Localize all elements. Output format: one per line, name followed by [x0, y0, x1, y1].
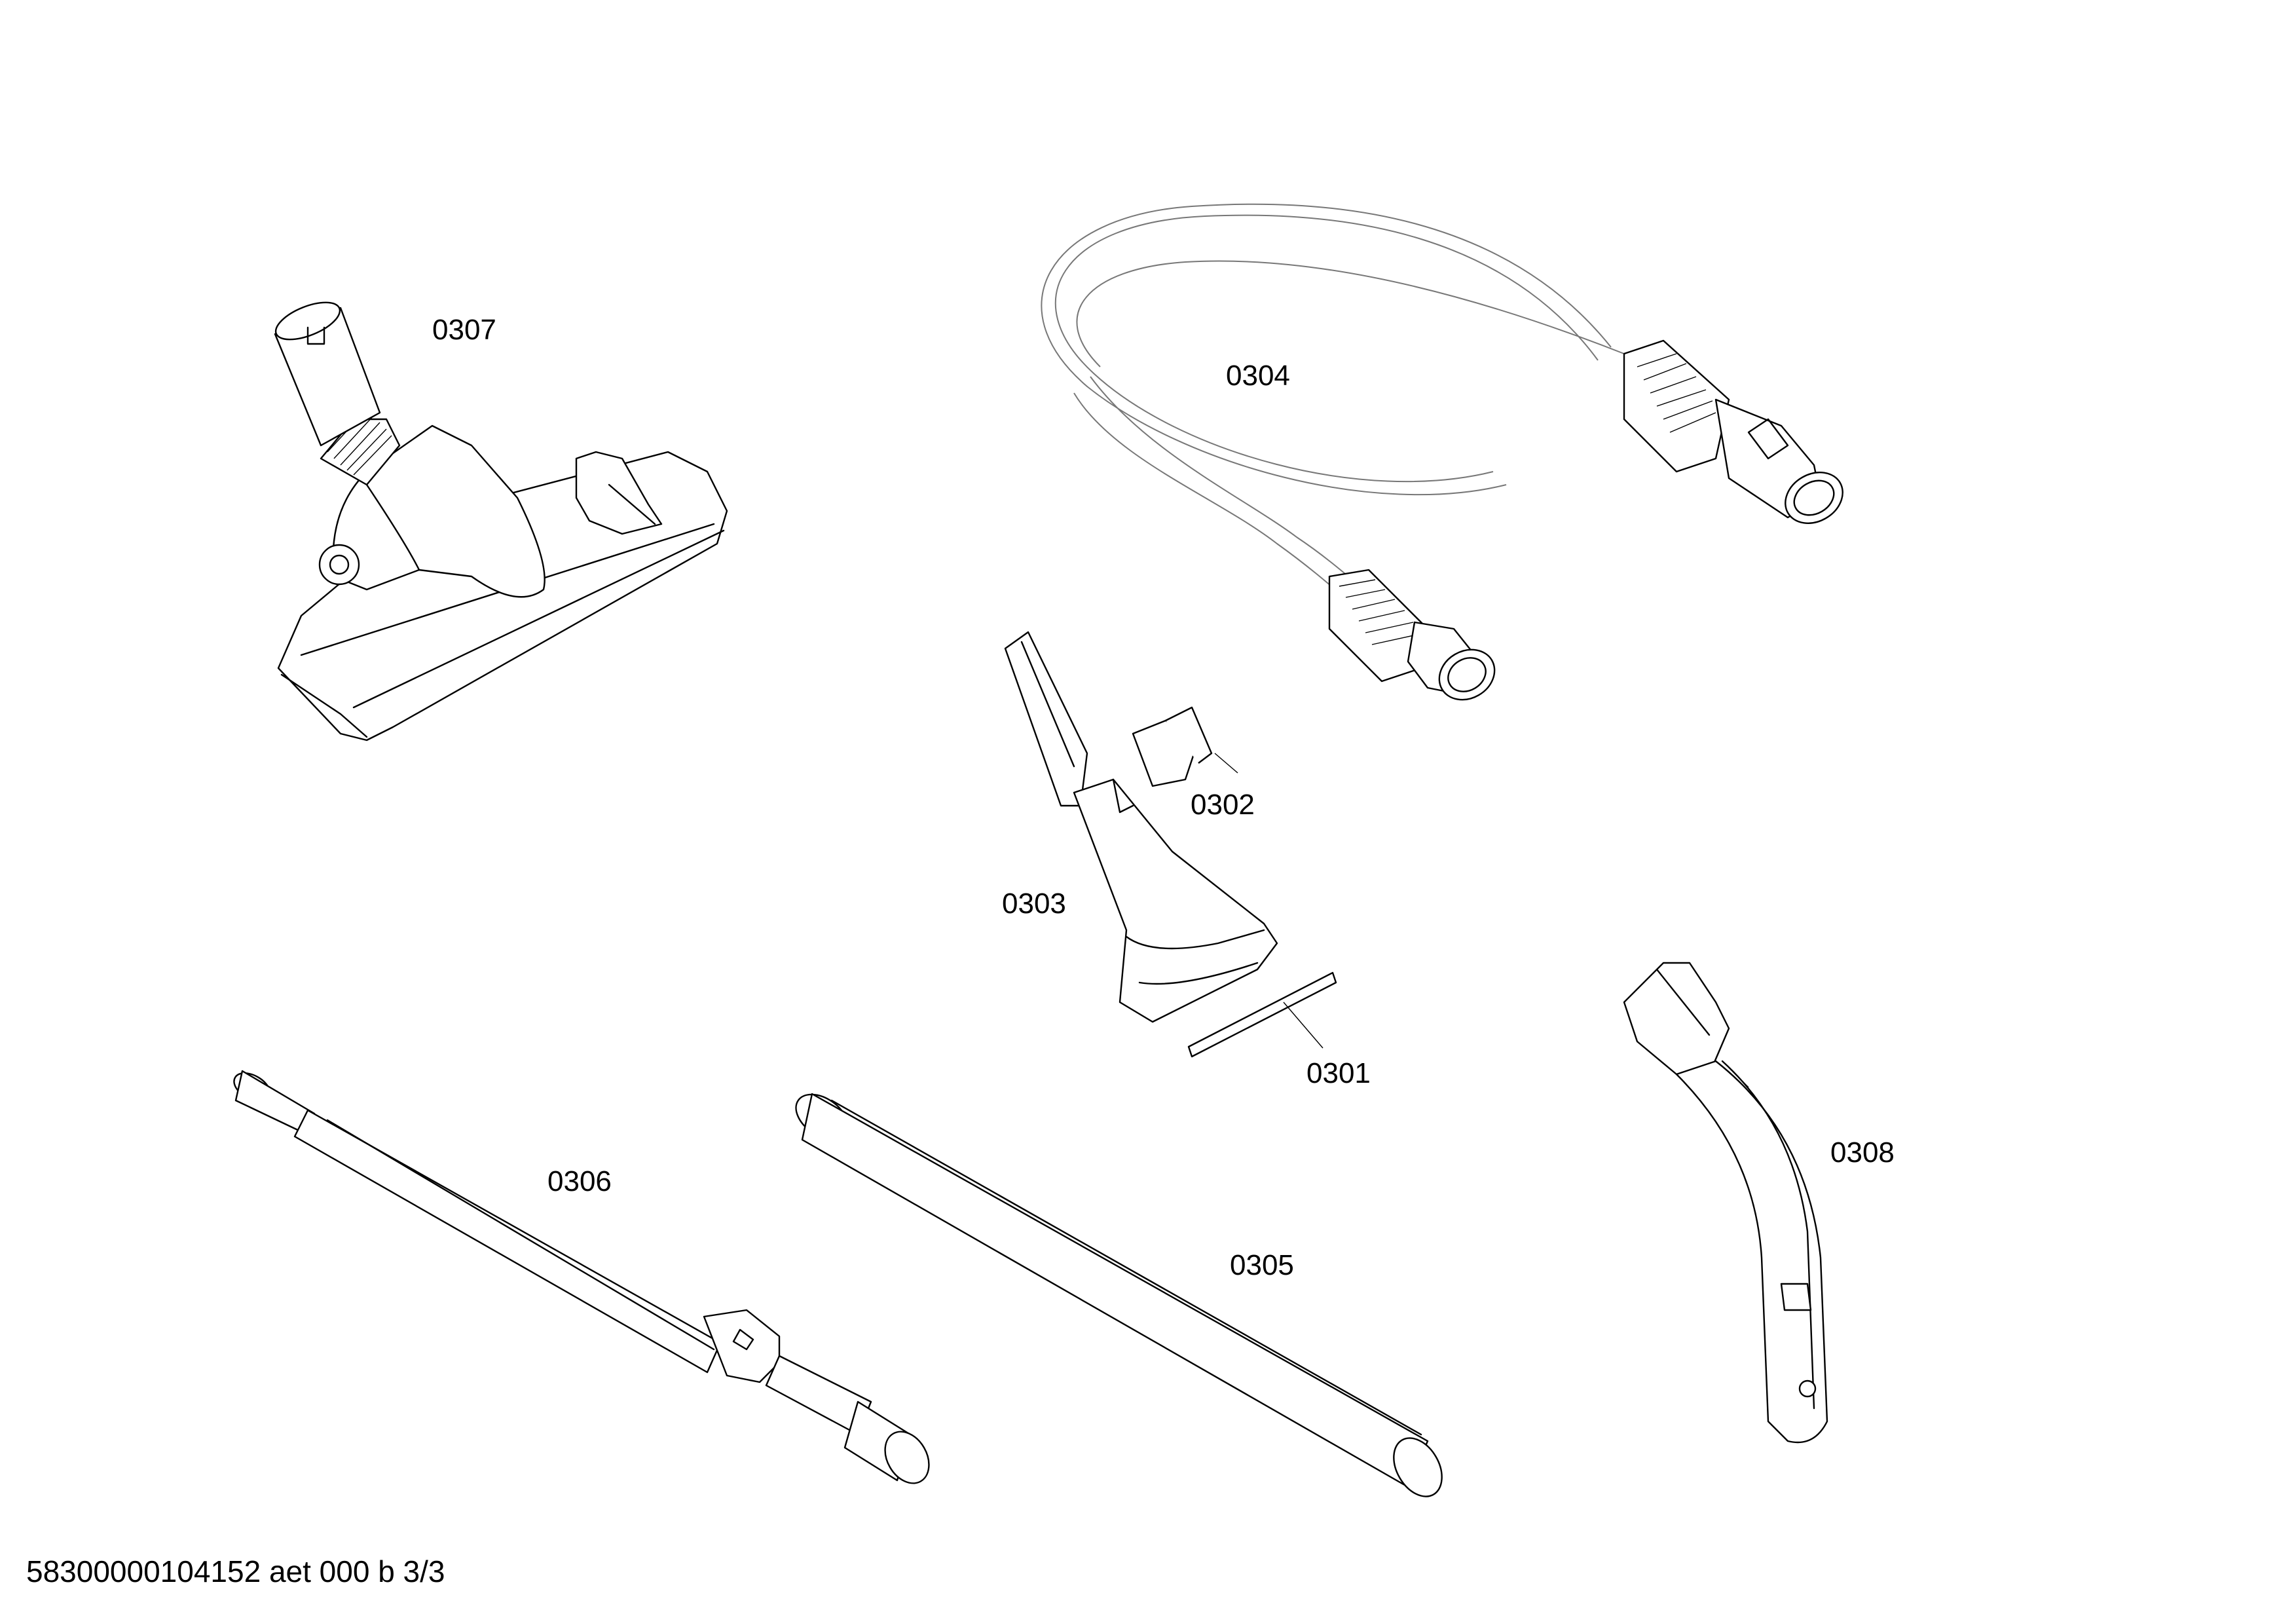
part-label-0301: 0301 [1306, 1057, 1371, 1089]
part-label-0308: 0308 [1830, 1136, 1895, 1169]
clip-drawing [1132, 706, 1238, 787]
strip-drawing [1187, 971, 1337, 1058]
upholstery-tool-drawing [1004, 631, 1278, 1023]
part-label-0305: 0305 [1230, 1249, 1294, 1281]
part-label-0306: 0306 [547, 1165, 612, 1197]
part-label-0302: 0302 [1191, 789, 1255, 821]
suction-hose-drawing [1041, 203, 1843, 701]
part-label-0303: 0303 [1002, 888, 1066, 920]
part-label-0304: 0304 [1226, 360, 1290, 392]
straight-tube-drawing [795, 1093, 1443, 1497]
part-label-0307: 0307 [432, 314, 496, 346]
telescopic-tube-drawing [233, 1070, 930, 1484]
hose-handle-drawing [1623, 962, 1828, 1444]
floor-nozzle-drawing [274, 301, 728, 741]
drawing-reference-code: 58300000104152 aet 000 b 3/3 [26, 1554, 445, 1588]
